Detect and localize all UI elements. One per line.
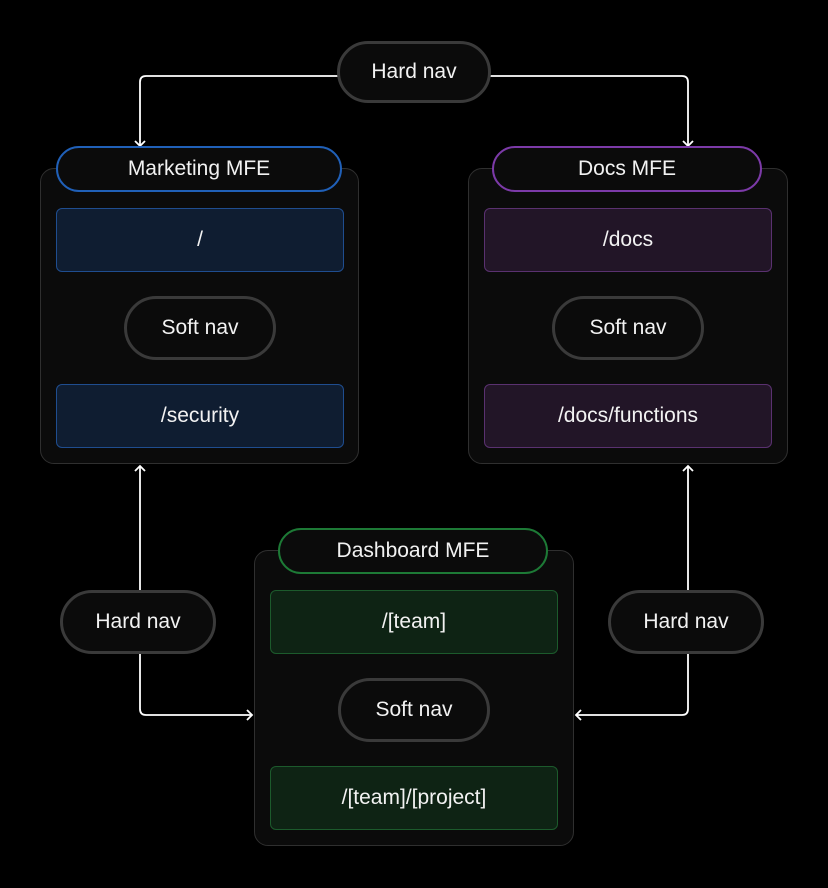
route-docs: /docs (484, 208, 772, 272)
docs-mfe-title: Docs MFE (492, 146, 762, 192)
route-team-project: /[team]/[project] (270, 766, 558, 830)
soft-nav-dashboard: Soft nav (338, 678, 490, 742)
arrow-left-to-dashboard (139, 652, 254, 721)
arrow-hardnav-to-marketing (134, 75, 340, 148)
soft-nav-marketing: Soft nav (124, 296, 276, 360)
route-team: /[team] (270, 590, 558, 654)
hard-nav-right: Hard nav (608, 590, 764, 654)
route-root: / (56, 208, 344, 272)
soft-nav-docs: Soft nav (552, 296, 704, 360)
hard-nav-left: Hard nav (60, 590, 216, 654)
route-docs-functions: /docs/functions (484, 384, 772, 448)
arrow-hardnav-to-docs (488, 75, 694, 148)
route-security: /security (56, 384, 344, 448)
dashboard-mfe-title: Dashboard MFE (278, 528, 548, 574)
hard-nav-top: Hard nav (337, 41, 491, 103)
marketing-mfe-title: Marketing MFE (56, 146, 342, 192)
arrow-right-to-dashboard (574, 652, 689, 721)
